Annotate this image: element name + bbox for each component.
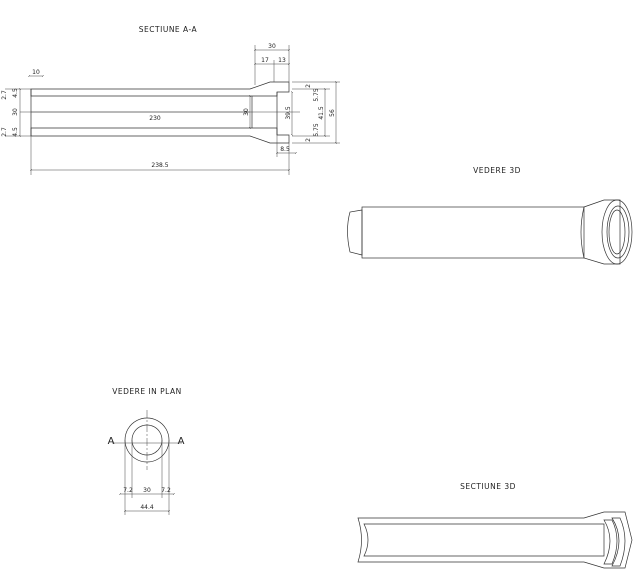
view-3d-drawing: VEDERE 3D [347, 166, 633, 265]
section-3d-drawing: SECTIUNE 3D [357, 482, 633, 569]
section-mark-right: A [178, 436, 185, 447]
dim-socket-depth: 8.5 [280, 146, 290, 153]
dim-right-c: 5.75 [313, 123, 320, 137]
plan-view-drawing: VEDERE IN PLAN A A 7.2 30 7.2 44.4 [108, 387, 185, 515]
dim-socket-outer: 41.5 [318, 106, 325, 120]
dim-left-wall-c: 2.7 [1, 127, 8, 137]
section-aa-title: SECTIUNE A-A [139, 25, 198, 34]
view-3d-title: VEDERE 3D [473, 166, 521, 175]
dim-left-wall-d: 4.5 [12, 127, 19, 137]
dim-right-b: 5.75 [313, 88, 320, 102]
plan-view-title: VEDERE IN PLAN [112, 387, 182, 396]
dim-bell-socket: 13 [278, 57, 286, 64]
pipe-ring [124, 417, 170, 463]
dim-right-a: 2 [305, 84, 312, 88]
dim-inner: 30 [143, 487, 151, 494]
pipe-wall-bottom [30, 127, 290, 144]
dim-wall-right: 7.2 [161, 487, 171, 494]
dim-bell-length: 30 [268, 43, 276, 50]
dim-bell-taper: 17 [261, 57, 269, 64]
dim-bell-outer: 56 [329, 109, 336, 117]
dim-outer: 44.4 [140, 504, 154, 511]
section-3d-title: SECTIUNE 3D [460, 482, 516, 491]
section-aa-drawing: SECTIUNE A-A 30 17 13 10 230 238.5 [1, 25, 340, 175]
dim-inner-length: 230 [149, 115, 161, 122]
section-mark-left: A [108, 436, 115, 447]
dim-left-wall-a: 2.7 [1, 90, 8, 100]
dim-right-d: 2 [305, 138, 312, 142]
dim-wall-left: 7.2 [123, 487, 133, 494]
dim-socket-inner: 39.5 [285, 106, 292, 120]
dim-total-length: 238.5 [151, 162, 168, 169]
dim-inner-diameter-left: 30 [12, 108, 19, 116]
pipe-wall-top [30, 81, 290, 97]
dim-spigot-length: 10 [32, 69, 40, 76]
dimensions: 30 17 13 10 230 238.5 30 2.7 4.5 2.7 4.5… [1, 43, 340, 175]
dim-inner-diameter-right: 30 [243, 108, 250, 116]
dim-left-wall-b: 4.5 [12, 88, 19, 98]
